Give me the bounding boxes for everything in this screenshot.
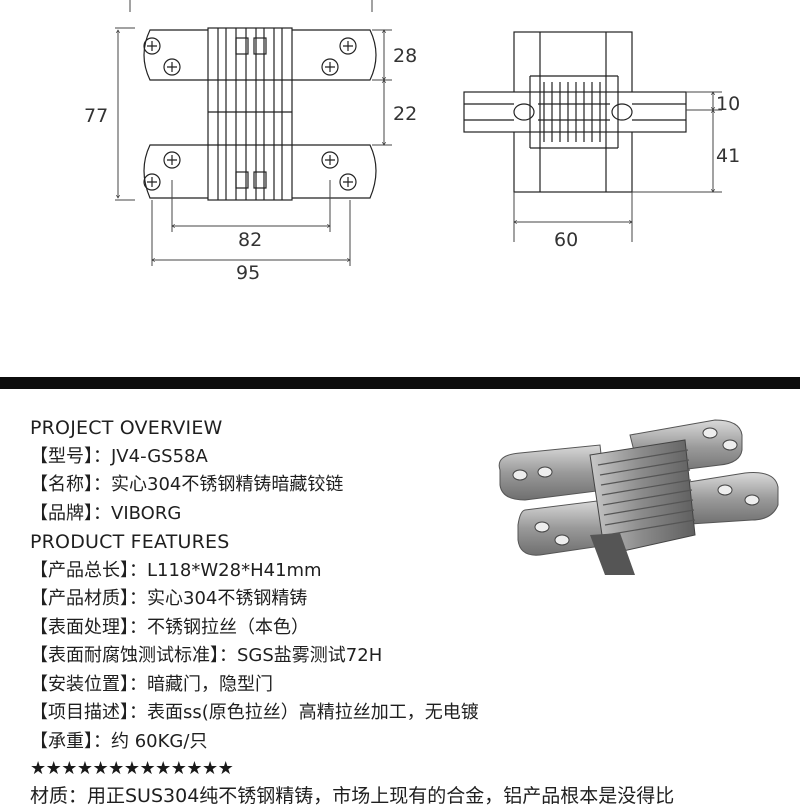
feature-row-description: 【项目描述】： 表面ss(原色拉丝）高精拉丝加工，无电镀 — [30, 699, 500, 728]
feature-row-finish: 【表面处理】： 不锈钢拉丝（本色） — [30, 614, 500, 643]
dim-side-width: 60 — [554, 229, 578, 251]
feature-row-install: 【安装位置】： 暗藏门，隐型门 — [30, 671, 500, 700]
spec-label: 【产品总长】： — [30, 559, 147, 581]
spec-label: 【名称】： — [30, 474, 111, 495]
spec-label: 【承重】： — [30, 730, 111, 752]
spec-label: 【表面处理】： — [30, 616, 147, 638]
hinge-product-photo — [498, 419, 779, 575]
dim-lower-segment: 22 — [393, 103, 417, 125]
overview-heading: PROJECT OVERVIEW — [30, 417, 223, 439]
spec-label: 【表面耐腐蚀测试标准】： — [30, 645, 237, 666]
dim-side-upper: 10 — [716, 93, 740, 115]
section-divider — [0, 377, 800, 389]
overview-row-brand: 【品牌】： VIBORG — [30, 500, 500, 529]
dim-side-lower: 41 — [716, 145, 740, 167]
features-heading: PRODUCT FEATURES — [30, 531, 230, 553]
front-view — [143, 27, 377, 201]
feature-row-size: 【产品总长】： L118*W28*H41mm — [30, 557, 500, 586]
screw-holes — [143, 37, 357, 191]
spec-label: 【品牌】： — [30, 502, 111, 524]
dim-upper-segment: 28 — [393, 45, 417, 67]
spec-value: 不锈钢拉丝（本色） — [147, 616, 309, 638]
spec-value: L118*W28*H41mm — [147, 559, 322, 581]
spec-label: 【安装位置】： — [30, 673, 147, 695]
spec-value: 表面ss(原色拉丝）高精拉丝加工，无电镀 — [147, 702, 479, 723]
spec-label: 【项目描述】： — [30, 702, 147, 723]
dim-height-total: 77 — [84, 105, 108, 127]
dim-hole-spacing: 82 — [238, 229, 262, 251]
spec-value: VIBORG — [111, 502, 182, 524]
spec-value: 暗藏门，隐型门 — [147, 673, 273, 695]
dim-overall-length: 95 — [236, 262, 260, 284]
hinge-dimension-drawing: 77 28 22 82 95 — [84, 0, 740, 284]
spec-value: SGS盐雾测试72H — [237, 645, 383, 666]
spec-label: 【型号】： — [30, 445, 111, 467]
feature-row-material: 【产品材质】： 实心304不锈钢精铸 — [30, 585, 500, 614]
spec-value: 实心304不锈钢精铸暗藏铰链 — [111, 474, 344, 495]
overview-row-name: 【名称】： 实心304不锈钢精铸暗藏铰链 — [30, 471, 500, 500]
side-view — [463, 31, 687, 193]
overview-row-model: 【型号】： JV4-GS58A — [30, 443, 500, 472]
spec-value: 约 60KG/只 — [111, 730, 208, 752]
spec-block: PROJECT OVERVIEW 【型号】： JV4-GS58A 【名称】： 实… — [30, 414, 500, 782]
spec-value: 实心304不锈钢精铸 — [147, 588, 308, 609]
feature-row-corrosion: 【表面耐腐蚀测试标准】： SGS盐雾测试72H — [30, 642, 500, 671]
star-rating-row: ★★★★★★★★★★★★★ — [30, 758, 234, 779]
technical-drawing: 77 28 22 82 95 — [0, 0, 800, 376]
spec-value: JV4-GS58A — [111, 445, 208, 467]
front-dimension-lines — [115, 0, 392, 266]
spec-label: 【产品材质】： — [30, 588, 147, 609]
side-dimension-lines — [514, 92, 722, 242]
feature-row-load: 【承重】： 约 60KG/只 — [30, 728, 500, 757]
material-note: 材质：用正SUS304纯不锈钢精铸，市场上现有的合金，铝产品根本是没得比 — [30, 785, 675, 807]
